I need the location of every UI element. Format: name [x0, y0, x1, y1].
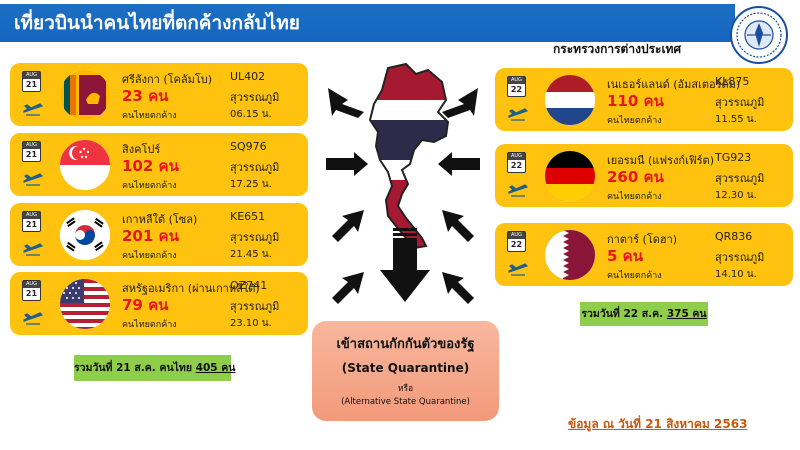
- flight-number: OZ741: [230, 279, 268, 292]
- sri-lanka-flag-icon: [60, 70, 110, 120]
- arrival-time: 17.25 น.: [230, 179, 272, 190]
- country-name: เยอรมนี (แฟรงก์เฟิร์ต): [607, 154, 714, 167]
- summary-day-21: รวมวันที่ 21 ส.ค. คนไทย 405 คน: [74, 355, 235, 381]
- arrival-time: 14.10 น.: [715, 269, 757, 280]
- flight-number: UL402: [230, 70, 266, 83]
- passenger-count: 110 คน: [607, 92, 664, 110]
- summary-prefix: รวมวันที่ 21 ส.ค. คนไทย: [74, 362, 196, 374]
- stranded-label: คนไทยตกค้าง: [122, 181, 177, 191]
- netherlands-flag-icon: [545, 75, 595, 125]
- stranded-label: คนไทยตกค้าง: [122, 111, 177, 121]
- airport-name: สุวรรณภูมิ: [715, 251, 765, 264]
- south-korea-flag-icon: [60, 210, 110, 260]
- plane-icon: [23, 312, 43, 325]
- passenger-count: 201 คน: [122, 227, 179, 245]
- quarantine-alternative: (Alternative State Quarantine): [341, 397, 470, 407]
- airport-name: สุวรรณภูมิ: [230, 300, 280, 313]
- flight-number: TG923: [715, 151, 752, 164]
- passenger-count: 79 คน: [122, 296, 169, 314]
- airport-name: สุวรรณภูมิ: [715, 96, 765, 109]
- passenger-count: 102 คน: [122, 157, 179, 175]
- plane-icon: [508, 108, 528, 121]
- airport-name: สุวรรณภูมิ: [715, 172, 765, 185]
- page-title: เที่ยวบินนำคนไทยที่ตกค้างกลับไทย: [0, 4, 735, 42]
- country-name: สิงคโปร์: [122, 143, 161, 156]
- flight-number: KE651: [230, 210, 266, 223]
- country-name: เกาหลีใต้ (โซล): [122, 213, 198, 226]
- country-name: ศรีลังกา (โคลัมโบ): [122, 73, 213, 86]
- quarantine-title: เข้าสถานกักกันตัวของรัฐ: [336, 337, 475, 352]
- passenger-count: 260 คน: [607, 168, 664, 186]
- summary-value: 405 คน: [195, 362, 236, 374]
- summary-prefix: รวมวันที่ 22 ส.ค.: [581, 308, 667, 320]
- arrival-time: 12.30 น.: [715, 190, 757, 201]
- plane-icon: [508, 184, 528, 197]
- plane-icon: [23, 173, 43, 186]
- arrival-time: 11.55 น.: [715, 114, 757, 125]
- ministry-emblem-icon: [730, 6, 788, 64]
- data-date-note: ข้อมูล ณ วันที่ 21 สิงหาคม 2563: [568, 417, 748, 431]
- plane-icon: [508, 263, 528, 276]
- country-name: เนเธอร์แลนด์ (อัมสเตอร์ดัม): [607, 78, 741, 91]
- flight-number: QR836: [715, 230, 753, 243]
- passenger-count: 5 คน: [607, 247, 643, 265]
- plane-icon: [23, 243, 43, 256]
- arrival-time: 23.10 น.: [230, 318, 272, 329]
- ministry-name: กระทรวงการต่างประเทศ: [553, 42, 682, 56]
- quarantine-or: หรือ: [397, 384, 414, 394]
- germany-flag-icon: [545, 151, 595, 201]
- flight-number: SQ976: [230, 140, 267, 153]
- state-quarantine-box: เข้าสถานกักกันตัวของรัฐ (State Quarantin…: [312, 321, 499, 421]
- airport-name: สุวรรณภูมิ: [230, 91, 280, 104]
- country-name: สหรัฐอเมริกา (ผ่านเกาหลีใต้): [122, 282, 260, 295]
- passenger-count: 23 คน: [122, 87, 169, 105]
- summary-day-22: รวมวันที่ 22 ส.ค. 375 คน: [580, 302, 708, 326]
- stranded-label: คนไทยตกค้าง: [607, 116, 662, 126]
- airport-name: สุวรรณภูมิ: [230, 161, 280, 174]
- stranded-label: คนไทยตกค้าง: [122, 251, 177, 261]
- quarantine-subtitle: (State Quarantine): [341, 361, 470, 375]
- airport-name: สุวรรณภูมิ: [230, 231, 280, 244]
- stranded-label: คนไทยตกค้าง: [607, 271, 662, 281]
- country-name: กาตาร์ (โดฮา): [607, 233, 678, 246]
- thailand-map-with-arrows: [326, 62, 480, 304]
- flight-number: KL875: [715, 75, 750, 88]
- singapore-flag-icon: [60, 140, 110, 190]
- summary-value: 375 คน: [666, 308, 707, 320]
- arrival-time: 21.45 น.: [230, 249, 272, 260]
- usa-flag-icon: [60, 279, 110, 329]
- stranded-label: คนไทยตกค้าง: [122, 320, 177, 330]
- stranded-label: คนไทยตกค้าง: [607, 192, 662, 202]
- plane-icon: [23, 103, 43, 116]
- qatar-flag-icon: [545, 230, 595, 280]
- arrival-time: 06.15 น.: [230, 109, 272, 120]
